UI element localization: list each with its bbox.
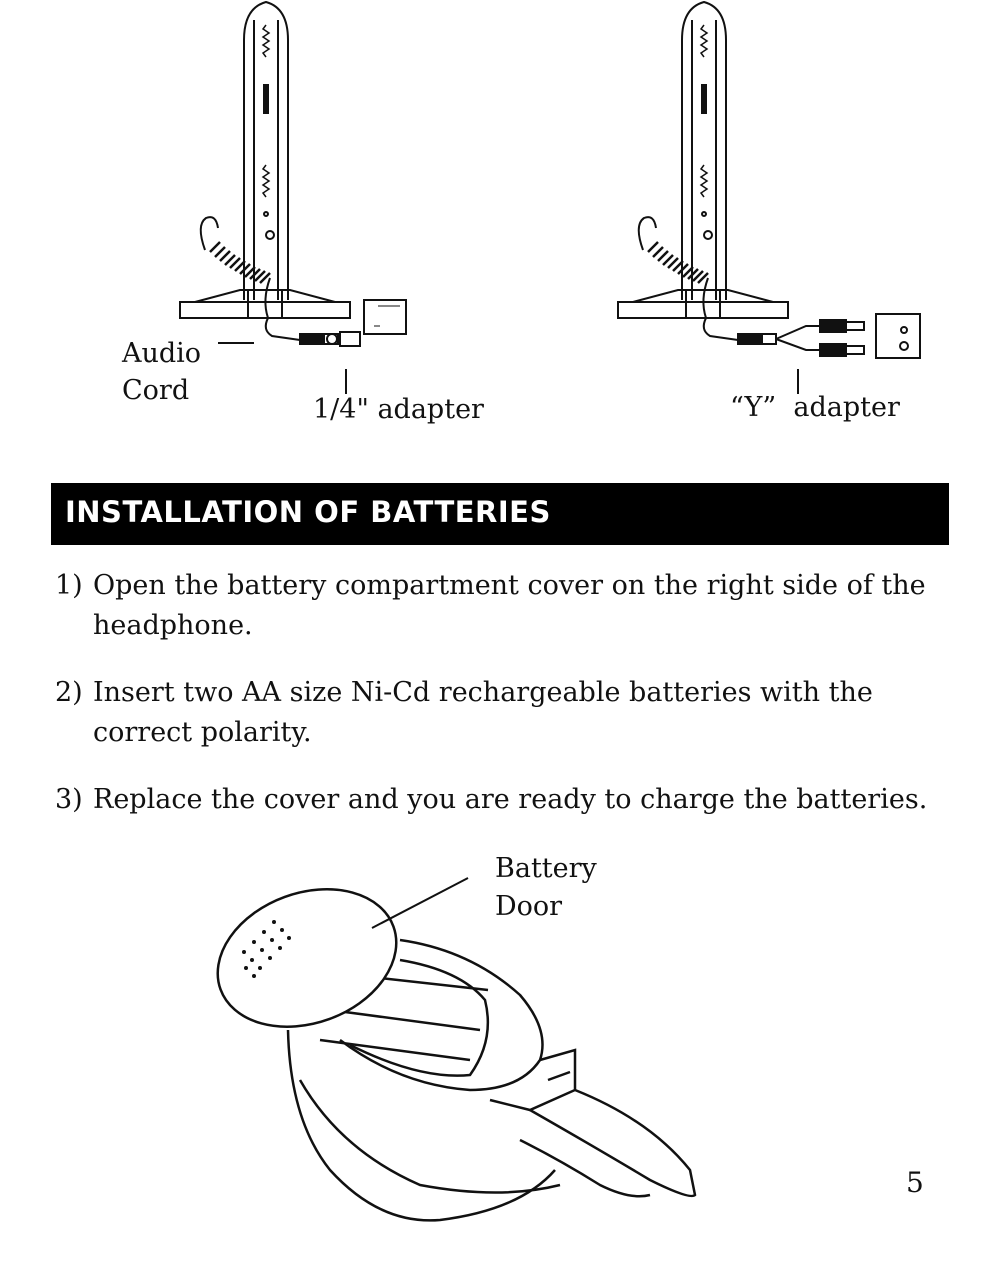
section-title: INSTALLATION OF BATTERIES <box>65 495 551 529</box>
step-2: 2) Insert two AA size Ni-Cd rechargeable… <box>55 673 945 757</box>
step-text: Insert two AA size Ni-Cd rechargeable ba… <box>93 677 873 748</box>
battery-door-label-line2: Door <box>495 891 563 922</box>
audio-cord-label-line1: Audio <box>122 338 202 369</box>
section-header: INSTALLATION OF BATTERIES <box>51 483 949 545</box>
step-3: 3) Replace the cover and you are ready t… <box>55 780 945 824</box>
y-adapter-label: “Y” adapter <box>730 392 900 423</box>
transmitter-2-y-adapter-illustration <box>617 0 921 394</box>
step-number: 3) <box>55 784 83 815</box>
transmitter-1-quarter-inch-illustration <box>179 0 407 394</box>
step-text: Replace the cover and you are ready to c… <box>93 784 928 815</box>
audio-cord-label-line2: Cord <box>122 375 190 406</box>
quarter-inch-adapter-label: 1/4" adapter <box>313 394 484 425</box>
step-number: 2) <box>55 677 83 708</box>
page-number: 5 <box>906 1166 924 1199</box>
step-text: Open the battery compartment cover on th… <box>93 570 926 641</box>
step-1: 1) Open the battery compartment cover on… <box>55 566 945 650</box>
step-number: 1) <box>55 570 83 601</box>
battery-door-label-line1: Battery <box>495 853 597 884</box>
headphone-battery-door-illustration <box>216 877 697 1222</box>
